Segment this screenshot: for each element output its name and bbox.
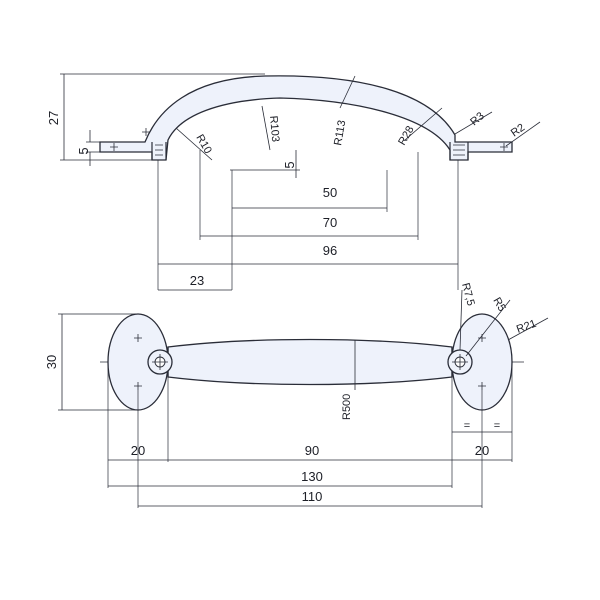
- radius-r113: R113: [332, 119, 348, 146]
- dim-height-27: 27: [46, 111, 61, 125]
- radius-r21: R21: [515, 318, 538, 336]
- dim-width-30: 30: [44, 355, 59, 369]
- dim-20-right: 20: [475, 443, 489, 458]
- dim-110: 110: [302, 489, 323, 504]
- side-view: 27 5 5 50 70 96 23 R10 R103 R113: [46, 73, 541, 291]
- radius-r500: R500: [341, 394, 353, 420]
- top-view: 30 20 90 20 = = 130 110 R500 R7,5 R5 R21: [44, 282, 549, 508]
- dim-step-5: 5: [282, 161, 297, 168]
- radius-r10: R10: [193, 133, 213, 156]
- radius-r5: R5: [490, 296, 507, 314]
- dim-70: 70: [323, 215, 337, 230]
- dim-90: 90: [305, 443, 319, 458]
- equal-mark-a: =: [464, 420, 470, 432]
- dim-foot-5: 5: [76, 147, 91, 154]
- equal-mark-b: =: [494, 420, 500, 432]
- dim-96: 96: [323, 243, 337, 258]
- dim-50: 50: [323, 185, 337, 200]
- radius-r28: R28: [396, 124, 416, 147]
- radius-r7-5: R7,5: [459, 282, 477, 308]
- radius-r103: R103: [267, 115, 281, 142]
- dim-23: 23: [190, 273, 204, 288]
- radius-r3: R3: [468, 110, 486, 128]
- dim-130: 130: [301, 469, 323, 484]
- radius-r2: R2: [509, 122, 527, 140]
- dim-20-left: 20: [131, 443, 145, 458]
- grip-body: [167, 338, 453, 386]
